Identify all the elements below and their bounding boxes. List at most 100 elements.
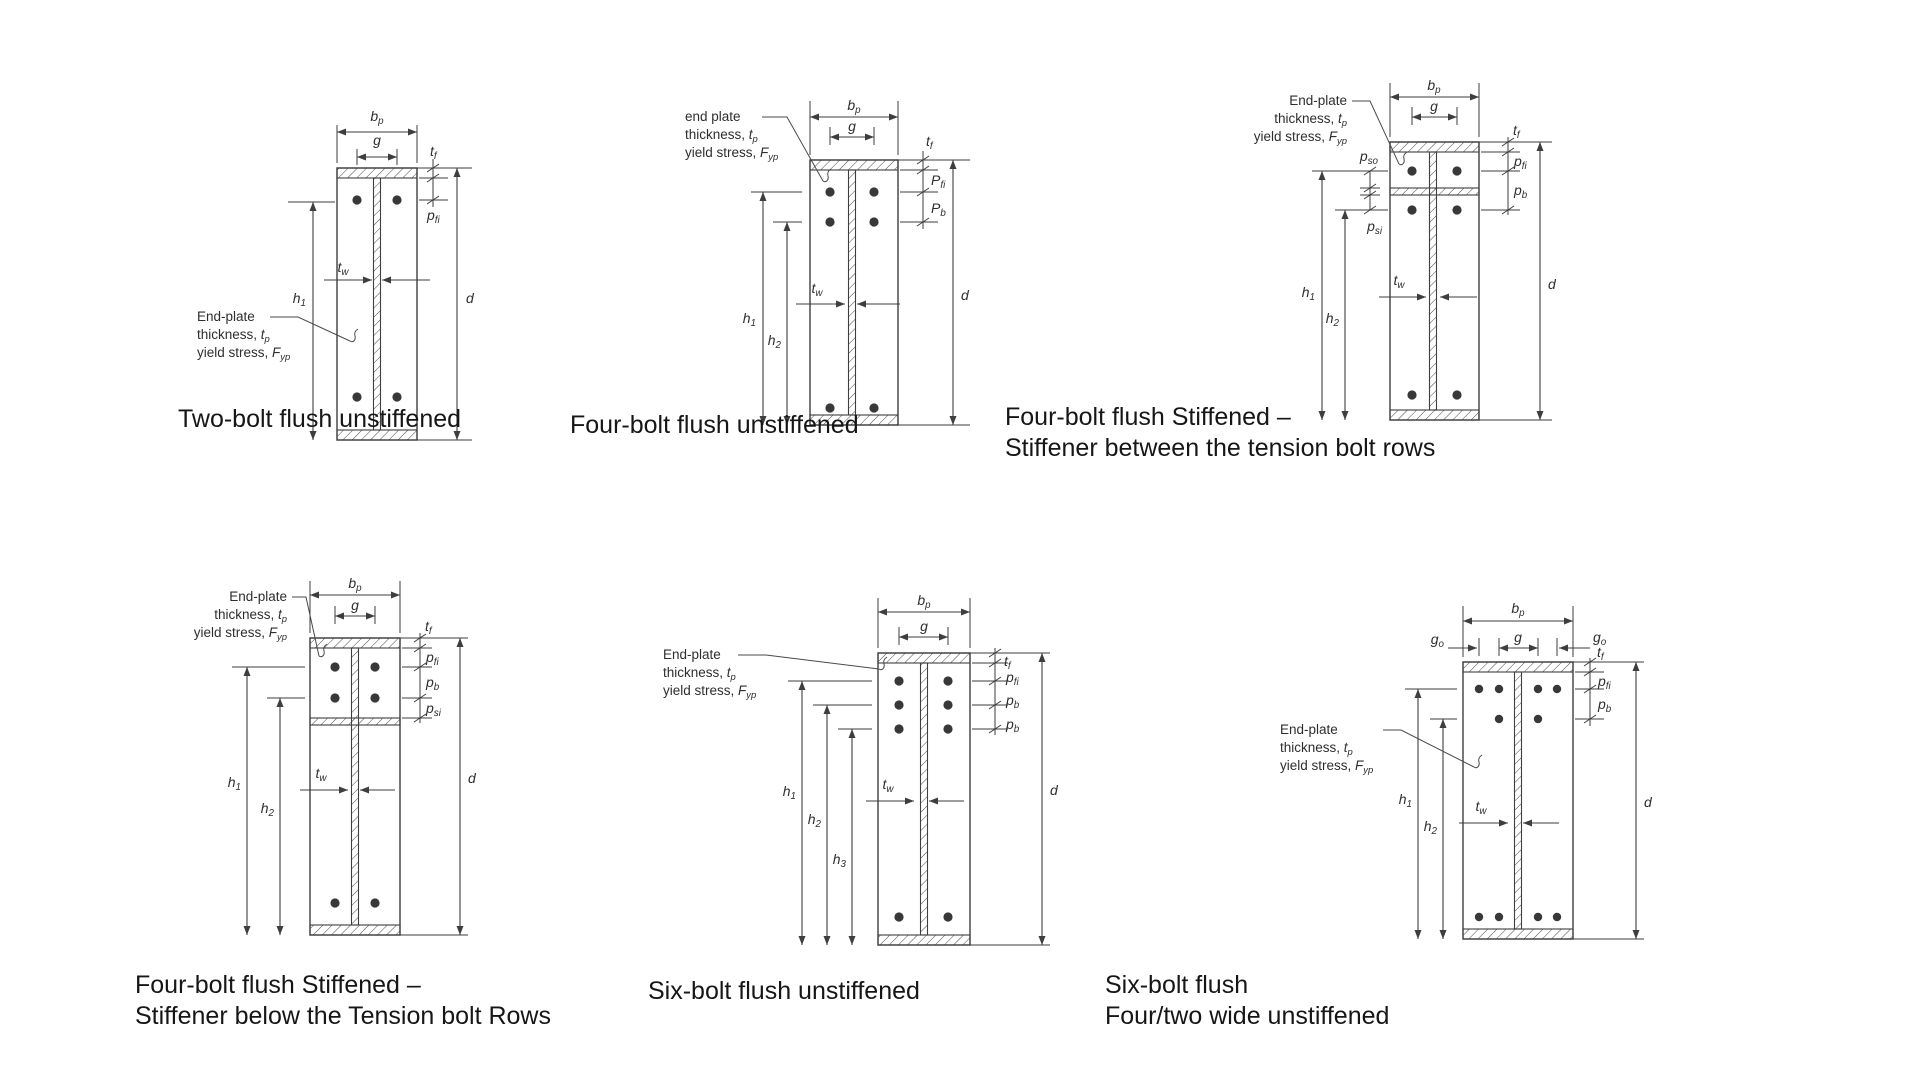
dim-label-h2: h2	[768, 332, 782, 351]
dim-bp: bp	[877, 592, 971, 648]
dim-label-h2: h2	[1326, 310, 1340, 329]
dim-tf-pfi-pb-psi: tf pfi pb psi	[402, 618, 442, 723]
bolts	[1474, 684, 1562, 922]
note-line-3: yield stress, Fyp	[685, 145, 778, 163]
dim-bp: bp	[809, 97, 899, 155]
dim-label-bp: bp	[348, 575, 362, 594]
beam-web	[1513, 671, 1523, 930]
dim-h2: h2	[808, 704, 872, 945]
leader-line	[762, 116, 824, 182]
dim-label-pb: pb	[1005, 692, 1020, 711]
caption-line: Four/two wide unstiffened	[1105, 1002, 1390, 1030]
top-flange	[1389, 141, 1480, 153]
dim-d: d	[1573, 661, 1653, 940]
dim-h2: h2	[1424, 718, 1457, 939]
dim-tf-pfi-pb: tf Pfi Pb	[900, 133, 946, 229]
dim-d: d	[417, 167, 475, 441]
end-plate-note: End-plate thickness, tp yield stress, Fy…	[1280, 722, 1483, 776]
dim-label-tf: tf	[926, 133, 934, 152]
leader-squiggle	[349, 328, 359, 343]
beam-section	[336, 167, 418, 441]
diagram-two-bolt-flush-unstiffened: bp g tf pfi h1 tw d End-plate thickness,…	[130, 55, 610, 460]
dim-h2: h2	[768, 221, 802, 425]
dim-label-bp: bp	[1427, 77, 1441, 96]
dim-g: g	[356, 132, 398, 165]
dim-label-go-right: go	[1593, 629, 1607, 648]
end-plate-note: End-plate thickness, tp yield stress, Fy…	[663, 647, 888, 701]
dim-label-h2: h2	[808, 811, 822, 830]
caption-two-bolt-flush-unstiffened: Two-bolt flush unstiffened	[178, 404, 461, 435]
bolts	[352, 195, 402, 402]
note-line-1: end plate	[685, 109, 741, 124]
dim-label-tf: tf	[1004, 653, 1012, 672]
note-line-1: End-plate	[229, 589, 287, 604]
dim-label-g: g	[848, 118, 856, 134]
dim-label-h2: h2	[261, 800, 275, 819]
dim-h1: h1	[743, 191, 802, 425]
dim-h1: h1	[1302, 171, 1326, 420]
beam-section	[1389, 141, 1480, 421]
dim-bp: bp	[336, 108, 418, 163]
dim-tf-pfi-pb: tf pfi pb	[1481, 122, 1528, 215]
dim-label-pso: pso	[1359, 148, 1379, 167]
dim-tw: tw	[1379, 272, 1477, 301]
dim-pso-psi: pso psi	[1312, 148, 1388, 237]
beam-web	[919, 662, 929, 936]
dim-label-d: d	[466, 290, 475, 306]
caption-line: Four-bolt flush Stiffened –	[135, 971, 421, 999]
dim-label-tf: tf	[1513, 122, 1521, 141]
note-line-2: thickness, tp	[1274, 111, 1347, 129]
dim-label-h1: h1	[1399, 791, 1412, 810]
beam-web	[372, 177, 382, 431]
drawing-four-bolt-stiffened-between: bp g tf pfi pb pso psi h1 h2 tw d End-pl…	[1254, 77, 1557, 421]
leader-squiggle	[1473, 754, 1483, 769]
bolts	[330, 662, 380, 908]
caption-four-bolt-stiffened-below: Four-bolt flush Stiffened – Stiffener be…	[135, 970, 551, 1032]
dim-label-tw: tw	[812, 280, 824, 299]
dim-label-pb2: pb	[1005, 716, 1020, 735]
dim-d: d	[400, 637, 477, 936]
dim-g: g	[829, 118, 875, 145]
drawing-six-bolt: bp g tf pfi pb pb h1 h2 h3 tw d End-pl	[663, 592, 1059, 946]
note-line-2: thickness, tp	[214, 607, 287, 625]
dim-tw: tw	[866, 776, 964, 805]
stiffener	[309, 717, 401, 726]
dim-d: d	[970, 652, 1059, 946]
dim-label-tf: tf	[1597, 644, 1605, 663]
dim-g: g	[898, 618, 949, 645]
caption-line: Stiffener between the tension bolt rows	[1005, 434, 1436, 462]
leader-line	[738, 654, 880, 670]
beam-section	[877, 652, 971, 946]
caption-line: Four-bolt flush unstiffened	[570, 411, 859, 439]
dim-label-bp: bp	[847, 97, 861, 116]
top-flange	[1462, 661, 1574, 673]
beam-section	[309, 637, 401, 936]
note-line-2: thickness, tp	[663, 665, 736, 683]
caption-four-bolt-flush-unstiffened: Four-bolt flush unstiffened	[570, 410, 859, 441]
dim-label-tw: tw	[883, 776, 895, 795]
dim-label-d: d	[1644, 794, 1653, 810]
caption-six-bolt-four-two-wide: Six-bolt flush Four/two wide unstiffened	[1105, 970, 1389, 1032]
beam-web	[847, 169, 857, 416]
leader-line	[1352, 100, 1400, 165]
top-flange	[309, 637, 401, 649]
note-line-3: yield stress, Fyp	[663, 683, 756, 701]
note-line-3: yield stress, Fyp	[1280, 758, 1373, 776]
dim-label-tf: tf	[430, 143, 438, 162]
dim-label-pfi: pfi	[1005, 669, 1020, 688]
dim-label-d: d	[961, 287, 970, 303]
dim-label-tw: tw	[1394, 272, 1406, 291]
dim-label-bp: bp	[370, 108, 384, 127]
dim-label-psi: psi	[425, 700, 442, 719]
note-line-3: yield stress, Fyp	[197, 345, 290, 363]
dim-label-pfi: pfi	[1513, 153, 1528, 172]
beam-section	[809, 159, 899, 426]
diagram-four-bolt-stiffened-below: bp g tf pfi pb psi h1 h2 tw d End-plate …	[120, 475, 590, 990]
diagram-four-bolt-flush-unstiffened: bp g tf Pfi Pb h1 h2 tw d end plate thic…	[540, 55, 1010, 480]
drawing-four-bolt-stiffened-below: bp g tf pfi pb psi h1 h2 tw d End-plate …	[194, 575, 477, 936]
dim-h1: h1	[783, 680, 872, 945]
dim-label-d: d	[1548, 276, 1557, 292]
leader-squiggle	[318, 643, 328, 658]
caption-line: Six-bolt flush	[1105, 971, 1249, 999]
